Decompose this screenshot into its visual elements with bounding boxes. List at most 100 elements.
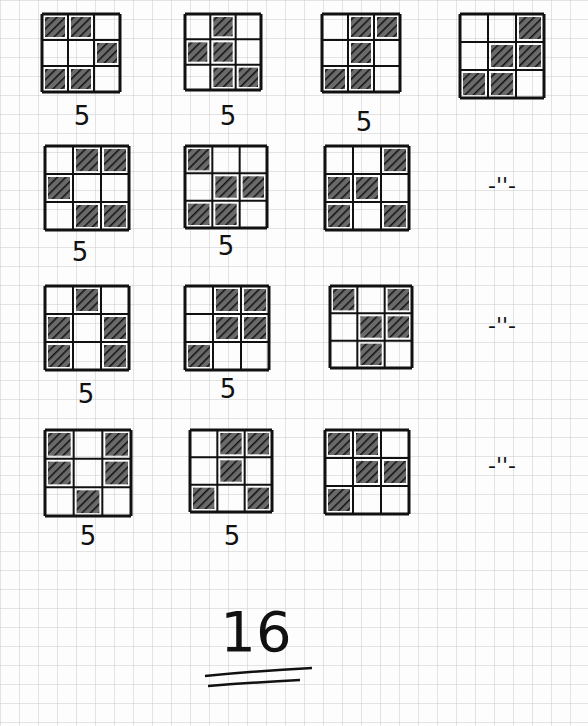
shaded-grid — [325, 146, 409, 230]
grid-line — [93, 14, 95, 92]
grid-line — [487, 14, 489, 98]
shaded-cell — [188, 149, 209, 170]
underline — [205, 668, 312, 676]
grid-line — [212, 286, 214, 370]
grid-line — [325, 229, 409, 232]
grid-line — [543, 14, 546, 98]
shaded-cell — [384, 461, 406, 483]
grid-line — [330, 285, 412, 288]
shaded-cell — [71, 17, 91, 37]
grid-line — [460, 97, 544, 100]
grid-line — [128, 286, 131, 370]
grid-line — [330, 312, 412, 314]
grid-line — [322, 91, 400, 94]
grid-line — [356, 286, 358, 368]
count-number: 5 — [356, 109, 373, 135]
grid-line — [325, 173, 409, 175]
shaded-cell — [48, 177, 70, 199]
grid-line — [45, 458, 131, 460]
grid-line — [184, 146, 187, 228]
shaded-cell — [213, 17, 232, 36]
shaded-cell — [519, 17, 541, 39]
shaded-cell — [48, 317, 70, 339]
shaded-cell — [220, 460, 241, 481]
shaded-cell — [45, 17, 65, 37]
shaded-cell — [491, 45, 513, 67]
grid-line — [45, 486, 131, 488]
grid-line — [44, 146, 47, 230]
shaded-cell — [104, 345, 126, 367]
shaded-cell — [216, 289, 238, 311]
grid-line — [239, 146, 241, 228]
count-number: 5 — [224, 523, 241, 549]
grid-line — [325, 513, 409, 516]
grid-line — [460, 69, 544, 71]
shaded-cell — [213, 68, 232, 87]
shaded-cell — [239, 68, 258, 87]
grid-line — [460, 41, 544, 43]
shaded-cell — [463, 73, 485, 95]
grid-line — [260, 14, 263, 90]
grid-line — [408, 430, 411, 514]
grid-line — [515, 14, 517, 98]
grid-line — [268, 286, 271, 370]
grid-line — [325, 145, 409, 148]
grid-line — [45, 341, 129, 343]
shaded-cell — [215, 204, 236, 225]
count-number: 5 — [220, 376, 237, 402]
shaded-cell — [491, 73, 513, 95]
shaded-cell — [243, 176, 264, 197]
grid-line — [185, 13, 261, 16]
total-number: 16 — [220, 604, 291, 660]
grid-line — [324, 430, 327, 514]
shaded-cell — [71, 69, 91, 89]
shaded-cell — [213, 42, 232, 61]
grid-line — [185, 145, 267, 148]
grid-line — [352, 146, 354, 230]
grid-line — [45, 369, 129, 372]
grid-line — [330, 367, 412, 370]
shaded-cell — [188, 345, 210, 367]
shaded-cell — [104, 149, 126, 171]
grid-line — [67, 14, 69, 92]
shaded-cell — [104, 205, 126, 227]
grid-line — [322, 65, 400, 67]
shaded-cell — [328, 177, 350, 199]
grid-line — [384, 286, 386, 368]
grid-line — [45, 285, 129, 288]
grid-line — [399, 14, 402, 92]
shaded-grid — [45, 146, 129, 230]
grid-line — [45, 313, 129, 315]
shaded-cell — [244, 317, 266, 339]
grid-line — [185, 38, 261, 40]
shaded-cell — [325, 69, 345, 89]
underline — [208, 680, 300, 686]
grid-line — [72, 146, 74, 230]
grid-line — [185, 227, 267, 230]
grid-line — [347, 14, 349, 92]
grid-line — [209, 14, 211, 90]
shaded-cell — [76, 205, 98, 227]
shaded-cell — [104, 317, 126, 339]
grid-line — [42, 65, 120, 67]
grid-line — [100, 286, 102, 370]
grid-line — [185, 64, 261, 66]
count-number: 5 — [80, 523, 97, 549]
grid-line — [321, 14, 324, 92]
shaded-cell — [388, 289, 409, 310]
shaded-cell — [188, 204, 209, 225]
shaded-cell — [377, 17, 397, 37]
grid-line — [119, 14, 122, 92]
shaded-cell — [48, 433, 71, 456]
grid-line — [216, 430, 218, 512]
grid-line — [130, 430, 133, 516]
shaded-cell — [45, 69, 65, 89]
grid-line — [101, 430, 103, 516]
shaded-cell — [356, 461, 378, 483]
grid-line — [325, 201, 409, 203]
grid-line — [185, 285, 269, 288]
grid-line — [45, 229, 129, 232]
shaded-cell — [48, 462, 71, 485]
shaded-grid — [190, 430, 272, 512]
shaded-grids — [42, 14, 544, 516]
